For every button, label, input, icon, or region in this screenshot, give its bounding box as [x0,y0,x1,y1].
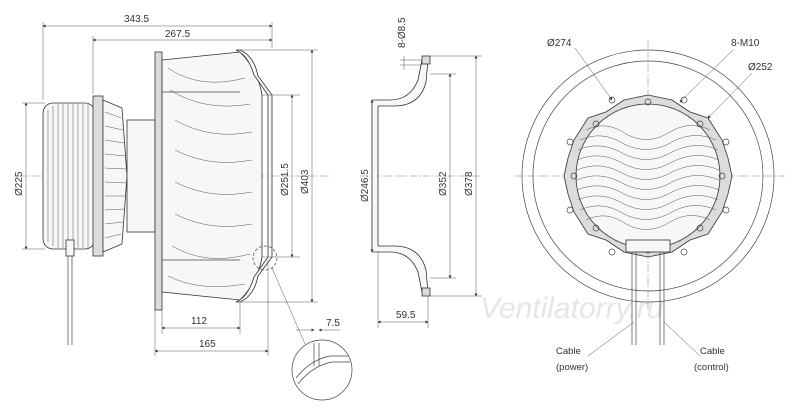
dim-front-hub-diameter: Ø252 [748,62,773,73]
dim-front-bolt-circle: Ø274 [547,38,572,49]
cable-control-title: Cable [700,346,725,357]
blade-lines [167,67,253,287]
detail-shroud-line [295,355,348,379]
motor-fins [47,104,89,248]
dim-nozzle-inner-diameter: Ø246.5 [360,169,371,202]
cable-gland [65,239,75,257]
inlet-nozzle [371,59,429,293]
leader-cable-power [587,321,635,357]
impeller-blades [161,51,263,301]
dim-motor-diameter: Ø225 [14,171,25,196]
dim-outer-diameter: Ø403 [300,169,311,194]
nozzle-view: 8-Ø8.5 Ø246.5 Ø352 Ø378 59.5 [360,17,482,328]
front-flange [563,94,733,258]
impeller-hub [126,119,156,233]
side-view: 343.5 267.5 Ø225 Ø251.5 Ø403 112 165 [14,14,353,401]
rotor-fins [104,111,127,239]
dim-nozzle-bolt-circle: Ø352 [438,171,449,196]
dim-nozzle-holes: 8-Ø8.5 [397,17,408,48]
detail-shroud-line-2 [297,361,350,385]
detail-view [291,339,353,401]
motor-housing [42,102,96,250]
dim-nozzle-length: 59.5 [396,310,416,321]
front-view: Ø274 8-M10 Ø252 Cable (power) Cable (con… [515,38,785,373]
detail-leader [271,267,306,345]
watermark: Ventilatorry.ru [480,292,664,325]
leader-cable-control [663,321,701,357]
leader-threads [679,49,734,103]
dim-detail-offset: 7.5 [326,318,340,329]
front-inner-ring [532,60,764,292]
dim-overall-depth: 343.5 [124,14,149,25]
dim-impeller-diameter: Ø251.5 [280,163,291,196]
cable-power-title: Cable [556,346,581,357]
motor-flange [92,95,104,257]
dim-front-threads: 8-M10 [731,38,760,49]
leader-hub [707,72,753,119]
cable-power-sub: (power) [556,362,588,373]
front-bolt-holes [566,96,730,256]
terminal-box [625,239,671,253]
leader-bolt-circle [574,47,613,101]
motor-rotor [102,99,128,253]
dim-inlet-depth: 165 [199,339,216,350]
dim-impeller-depth: 267.5 [165,29,190,40]
dim-blade-width: 112 [191,316,207,327]
front-fins [576,125,720,230]
cable-control-sub: (control) [694,362,729,373]
impeller-backplate [154,51,163,311]
detail-marker [252,245,278,271]
dim-nozzle-outer-diameter: Ø378 [464,171,475,196]
front-outer-ring [521,49,775,303]
nozzle-flange-bottom [421,287,431,297]
nozzle-flange-top [421,55,431,65]
